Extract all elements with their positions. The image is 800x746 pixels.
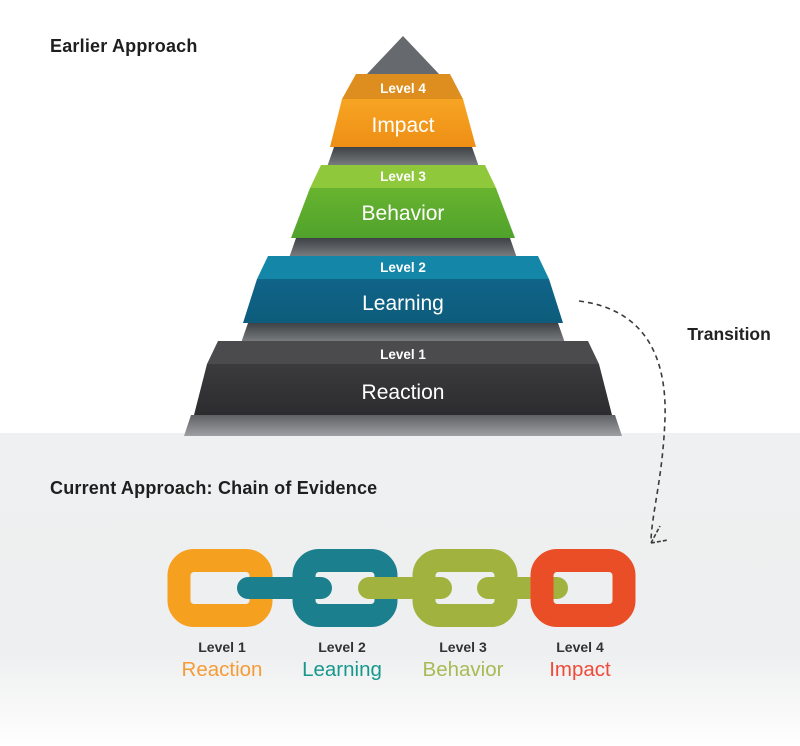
chain-level2-label: Level 2 [318, 639, 366, 655]
chain-level4-name: Impact [549, 658, 611, 681]
pyramid-shadow-2 [289, 238, 517, 258]
pyramid-level3-name: Behavior [362, 202, 445, 225]
pyramid-level3-lip [310, 165, 496, 188]
pyramid-level1-face [194, 364, 612, 415]
pyramid-level1-lip [207, 341, 599, 364]
chain-link-4-icon [530, 549, 636, 627]
current-approach-title: Current Approach: Chain of Evidence [50, 478, 378, 498]
pyramid-level2-label: Level 2 [380, 260, 426, 275]
chain-level3-label: Level 3 [439, 639, 487, 655]
chain-connector-2-icon [358, 577, 452, 599]
pyramid-level2-lip [257, 256, 549, 279]
pyramid-level4-name: Impact [371, 114, 434, 137]
chain-connector-3-icon [477, 577, 568, 599]
transition-label: Transition [687, 324, 771, 344]
pyramid-level4-label: Level 4 [380, 81, 426, 96]
pyramid-level3-face [291, 188, 515, 238]
chain: Level 1 Reaction Level 2 Learning Level … [167, 549, 636, 681]
pyramid-apex [367, 36, 439, 74]
pyramid-level1-label: Level 1 [380, 347, 426, 362]
chain-level3-name: Behavior [423, 658, 504, 681]
pyramid-level2-face [243, 279, 563, 323]
pyramid: Level 4 Impact Level 3 Behavior Level 2 … [184, 36, 622, 436]
chain-level1-name: Reaction [182, 658, 263, 681]
transition-arrowhead-icon [650, 525, 669, 544]
chain-level4-label: Level 4 [556, 639, 604, 655]
pyramid-level2-name: Learning [362, 292, 444, 315]
pyramid-level4-face [330, 99, 476, 147]
pyramid-shadow-1 [327, 147, 479, 167]
pyramid-level4-lip [342, 74, 463, 99]
transition-group: Transition [578, 300, 771, 544]
earlier-approach-title: Earlier Approach [50, 36, 198, 56]
chain-level2-name: Learning [302, 658, 382, 681]
chain-level1-label: Level 1 [198, 639, 246, 655]
chain-connector-1-icon [237, 577, 332, 599]
pyramid-shadow-3 [241, 323, 565, 343]
pyramid-base [184, 415, 622, 436]
pyramid-level1-name: Reaction [362, 381, 445, 404]
pyramid-level3-label: Level 3 [380, 169, 426, 184]
transition-arrow [578, 300, 666, 541]
